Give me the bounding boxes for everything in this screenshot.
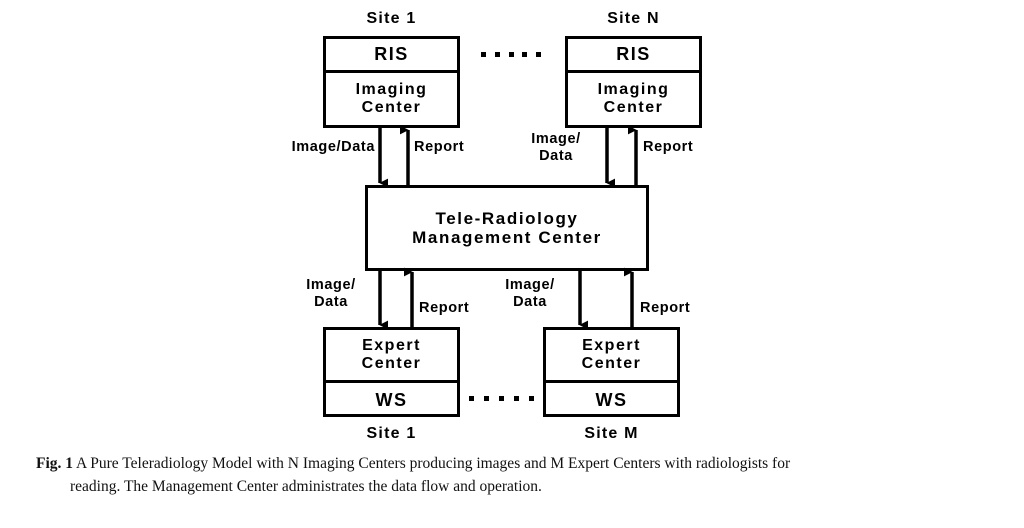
flow-label-report-bottom-right: Report (640, 300, 691, 316)
site-label-bottom-right: Site M (584, 425, 639, 442)
expert-center-cell-m: Expert Center (546, 330, 677, 383)
figure-caption-line1: A Pure Teleradiology Model with N Imagin… (73, 455, 791, 472)
ellipsis-dot (494, 51, 500, 57)
ris-cell-n: RIS (568, 39, 699, 73)
management-center-text: Tele-Radiology Management Center (368, 188, 646, 268)
figure-caption-line2: reading. The Management Center administr… (70, 478, 542, 496)
flow-label-image-data-top-left: Image/Data (291, 139, 375, 155)
ws-cell-1: WS (375, 389, 408, 410)
site-label-bottom-left: Site 1 (366, 425, 417, 442)
figure-caption: Fig. 1 A Pure Teleradiology Model with N… (36, 452, 988, 499)
management-center-line2: Management Center (412, 228, 602, 247)
ellipsis-dot (529, 395, 534, 401)
ellipsis-dot (481, 51, 486, 57)
flow-label-image-data-top-right: Image/ Data (531, 131, 581, 165)
ellipsis-dot (469, 395, 474, 401)
flow-label-image-data-bottom-left: Image/ Data (306, 277, 356, 311)
flow-label-report-top-right: Report (643, 139, 694, 155)
ellipsis-dot (514, 395, 519, 401)
figure-number: Fig. 1 (36, 455, 74, 472)
flow-label-report-bottom-left: Report (419, 300, 470, 316)
ellipsis-top (481, 51, 541, 57)
ellipsis-dot (499, 395, 504, 401)
expert-site-box-1: Expert Center WS (323, 327, 460, 417)
imaging-site-box-n: RIS Imaging Center (565, 36, 702, 128)
imaging-site-box-1: RIS Imaging Center (323, 36, 460, 128)
ellipsis-dot (522, 51, 528, 57)
management-center-line1: Tele-Radiology (435, 208, 579, 228)
expert-site-box-m: Expert Center WS (543, 327, 680, 417)
site-label-top-right: Site N (607, 10, 660, 27)
imaging-center-cell-1: Imaging Center (355, 81, 428, 116)
figure-canvas: Site 1 Site N RIS Imaging Center RIS Ima… (291, 10, 702, 442)
imaging-center-cell-n: Imaging Center (597, 81, 670, 116)
management-center-box: Tele-Radiology Management Center (365, 185, 649, 271)
ellipsis-dot (484, 395, 489, 401)
ws-cell-m: WS (595, 389, 628, 410)
flow-label-image-data-bottom-right: Image/ Data (505, 277, 555, 311)
flow-label-report-top-left: Report (414, 139, 465, 155)
site-label-top-left: Site 1 (366, 10, 417, 27)
ellipsis-dot (536, 51, 541, 57)
ellipsis-dot (508, 51, 514, 57)
ris-cell-1: RIS (326, 39, 457, 73)
ellipsis-bottom (469, 395, 534, 401)
expert-center-cell-1: Expert Center (326, 330, 457, 383)
